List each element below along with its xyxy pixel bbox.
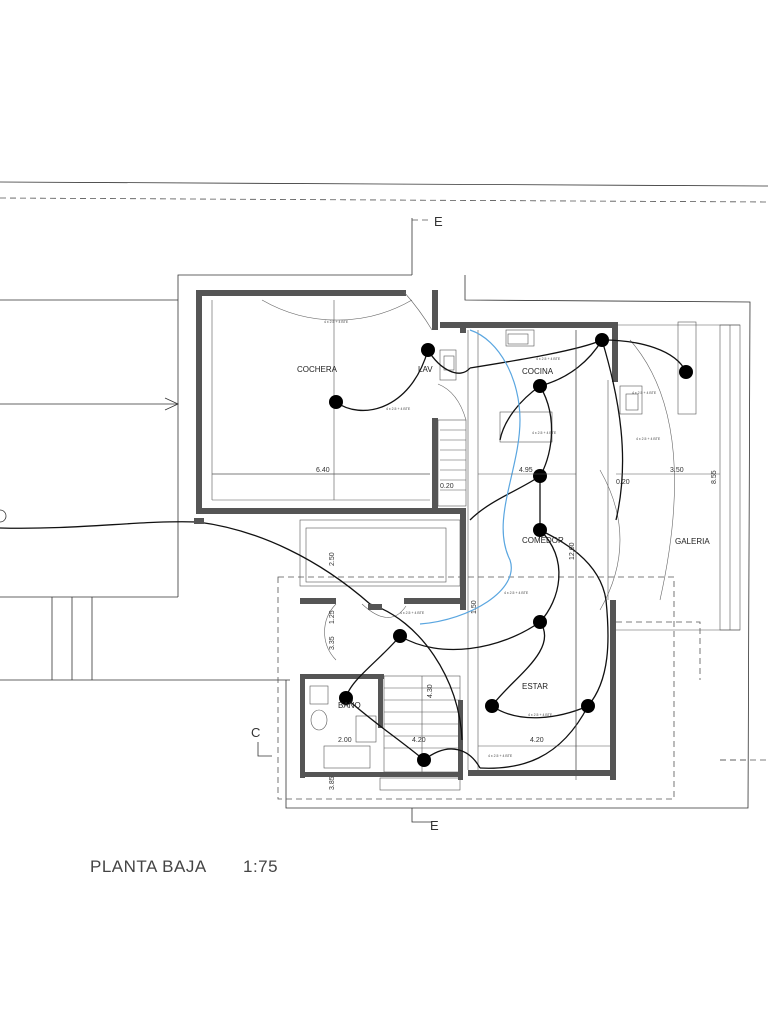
dimension-label: 0.20 <box>440 483 454 490</box>
room-label-comedor: COMEDOR <box>522 536 564 545</box>
dimension-label: 1.50 <box>471 600 478 614</box>
circuit-note: 4 x 2.5 + 4 BTE <box>528 713 553 717</box>
distribution-board <box>194 518 204 524</box>
section-cut-marks: E E C <box>251 214 750 833</box>
dimension-label: 2.00 <box>338 737 352 744</box>
dimension-label: 3.35 <box>329 636 336 650</box>
light-point <box>393 629 407 643</box>
dimension-label: 6.40 <box>316 467 330 474</box>
dimension-label: 4.95 <box>519 467 533 474</box>
circuit-note: 4 x 2.5 + 4 BTE <box>400 611 425 615</box>
room-label-cochera: COCHERA <box>297 365 338 374</box>
site-boundaries <box>0 181 768 809</box>
dimension-label: 8.55 <box>711 470 718 484</box>
dimension-label: 12.60 <box>569 542 576 560</box>
room-label-lav: LAV <box>418 365 433 374</box>
dimension-lines <box>212 330 720 770</box>
dimension-label: 1.25 <box>329 610 336 624</box>
light-point <box>485 699 499 713</box>
dimension-label: 4.20 <box>530 737 544 744</box>
light-point <box>679 365 693 379</box>
dimension-label: 3.50 <box>670 467 684 474</box>
circuit-note: 4 x 2.5 + 4 BTE <box>504 591 529 595</box>
dimension-label: 4.20 <box>412 737 426 744</box>
room-label-galeria: GALERIA <box>675 537 710 546</box>
walls <box>196 290 618 780</box>
dimension-texts: 6.40 4.95 3.50 4.20 0.20 0.20 2.00 4.20 … <box>316 467 718 790</box>
dimension-label: 3.85 <box>329 776 336 790</box>
circuit-note: 4 x 2.5 + 4 BTE <box>532 431 557 435</box>
plan-scale: 1:75 <box>243 857 278 876</box>
electrical-circuits <box>0 329 687 769</box>
section-e-top-label: E <box>434 214 443 229</box>
room-labels: COCHERA LAV COCINA COMEDOR ESTAR GALERIA… <box>297 365 710 710</box>
room-label-cocina: COCINA <box>522 367 554 376</box>
light-point <box>533 469 547 483</box>
circuit-notes: 4 x 2.5 + 4 BTE 4 x 2.5 + 4 BTE 4 x 2.5 … <box>324 320 661 758</box>
circuit-note: 4 x 2.5 + 4 BTE <box>636 437 661 441</box>
light-point <box>421 343 435 357</box>
section-e-bottom-label: E <box>430 818 439 833</box>
switch-box <box>368 604 382 610</box>
door-swings <box>261 291 675 661</box>
meter-symbol <box>0 509 7 523</box>
room-label-bano: BAÑO <box>338 701 361 710</box>
light-points <box>0 333 693 767</box>
plan-title: PLANTA BAJA <box>90 857 207 876</box>
dimension-label: 0.20 <box>616 479 630 486</box>
light-point <box>339 691 353 705</box>
light-point <box>329 395 343 409</box>
circuit-note: 4 x 2.5 + 4 BTE <box>386 407 411 411</box>
light-point <box>417 753 431 767</box>
light-point <box>595 333 609 347</box>
section-c-label: C <box>251 725 260 740</box>
light-point <box>533 379 547 393</box>
light-point <box>581 699 595 713</box>
light-point <box>533 523 547 537</box>
dimension-label: 4.30 <box>427 684 434 698</box>
dimension-label: 2.50 <box>329 552 336 566</box>
circuit-note: 4 x 2.5 + 4 BTE <box>488 754 513 758</box>
interior-lines <box>211 300 741 800</box>
light-point <box>533 615 547 629</box>
circuit-note: 4 x 2.5 + 4 BTE <box>536 357 561 361</box>
circuit-note: 4 x 2.5 + 4 BTE <box>632 391 657 395</box>
room-label-estar: ESTAR <box>522 682 548 691</box>
circuit-note: 4 x 2.5 + 4 BTE <box>324 320 349 324</box>
